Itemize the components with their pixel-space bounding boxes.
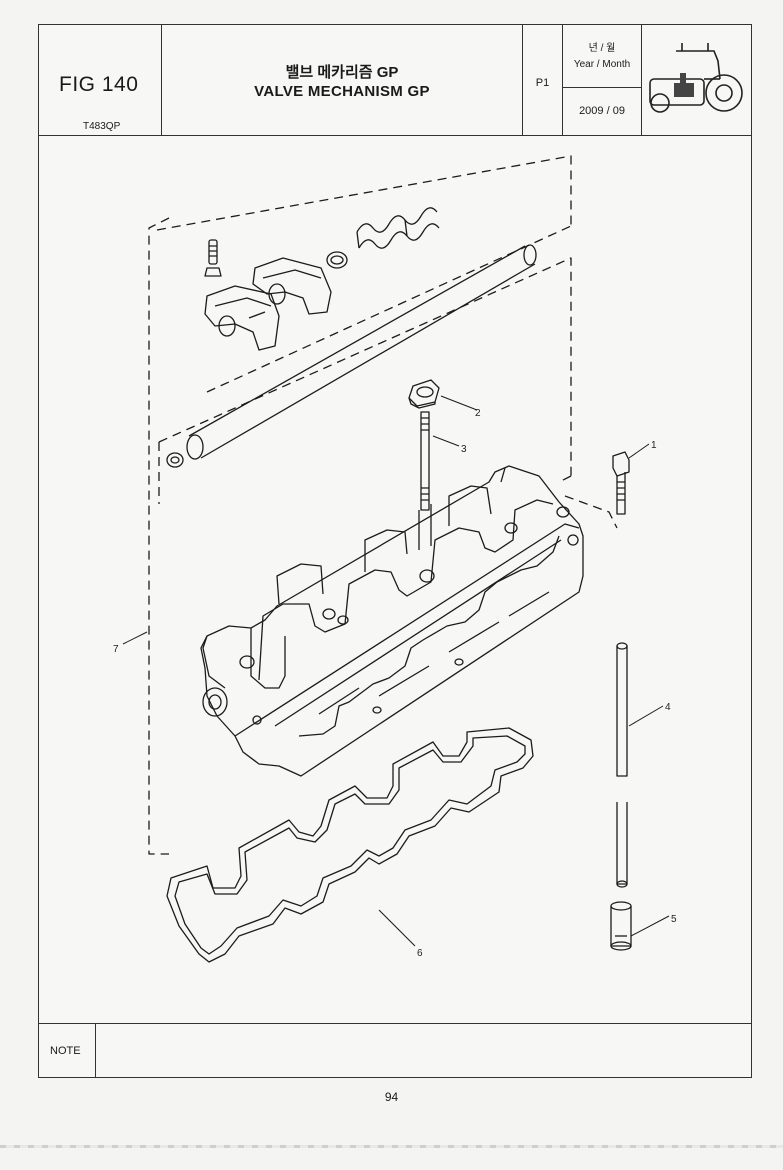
rocker-arm-rear [252, 257, 332, 315]
note-label-cell: NOTE [39, 1024, 96, 1077]
flange-nut [408, 379, 440, 409]
callout-7: 7 [113, 644, 119, 655]
stud-bolt [420, 411, 430, 511]
valve-spring [356, 207, 440, 249]
callout-4: 4 [665, 702, 671, 713]
callout-5: 5 [671, 914, 677, 925]
page-cell: P1 [523, 25, 563, 135]
scan-artifact-line [0, 1145, 783, 1148]
title-cell: 밸브 메카리즘 GP VALVE MECHANISM GP [162, 25, 523, 135]
adjusting-screw [204, 239, 222, 277]
rocker-cover [200, 465, 584, 777]
tappet [610, 901, 632, 951]
note-row: NOTE [39, 1023, 751, 1077]
model-code: T483QP [83, 121, 121, 132]
rocker-cover-gasket [166, 727, 534, 963]
tractor-thumbnail-icon [649, 43, 743, 113]
fig-number: FIG 140 [59, 73, 139, 96]
page-label: P1 [535, 77, 550, 89]
callout-3: 3 [461, 444, 467, 455]
cover-bolt [612, 451, 630, 515]
callout-1: 1 [651, 440, 657, 451]
date-value: 2009 / 09 [579, 105, 625, 117]
parts-sheet: FIG 140 T483QP 밸브 메카리즘 GP VALVE MECHANIS… [38, 24, 752, 1078]
callout-leaders [122, 395, 670, 947]
rocker-shaft [166, 244, 537, 468]
rocker-arm-front [204, 285, 280, 351]
sheet-header: FIG 140 T483QP 밸브 메카리즘 GP VALVE MECHANIS… [39, 25, 751, 136]
exploded-parts-drawing: 1 2 3 4 5 6 7 [113, 155, 677, 963]
callout-2: 2 [475, 408, 481, 419]
date-divider [563, 87, 641, 88]
date-label-english: Year / Month [573, 59, 631, 70]
note-label: NOTE [50, 1045, 81, 1057]
fig-cell: FIG 140 T483QP [39, 25, 162, 135]
page-number: 94 [384, 1090, 399, 1104]
snap-ring-upper [326, 251, 348, 269]
date-cell: 년 / 월 Year / Month 2009 / 09 [563, 25, 642, 135]
title-english: VALVE MECHANISM GP [254, 83, 430, 100]
push-rod [616, 642, 628, 888]
date-label-korean: 년 / 월 [588, 43, 616, 54]
tractor-thumbnail-cell [642, 25, 751, 135]
callout-6: 6 [417, 948, 423, 959]
title-korean: 밸브 메카리즘 GP [285, 64, 399, 81]
cover-assembly-bracket [148, 217, 170, 855]
